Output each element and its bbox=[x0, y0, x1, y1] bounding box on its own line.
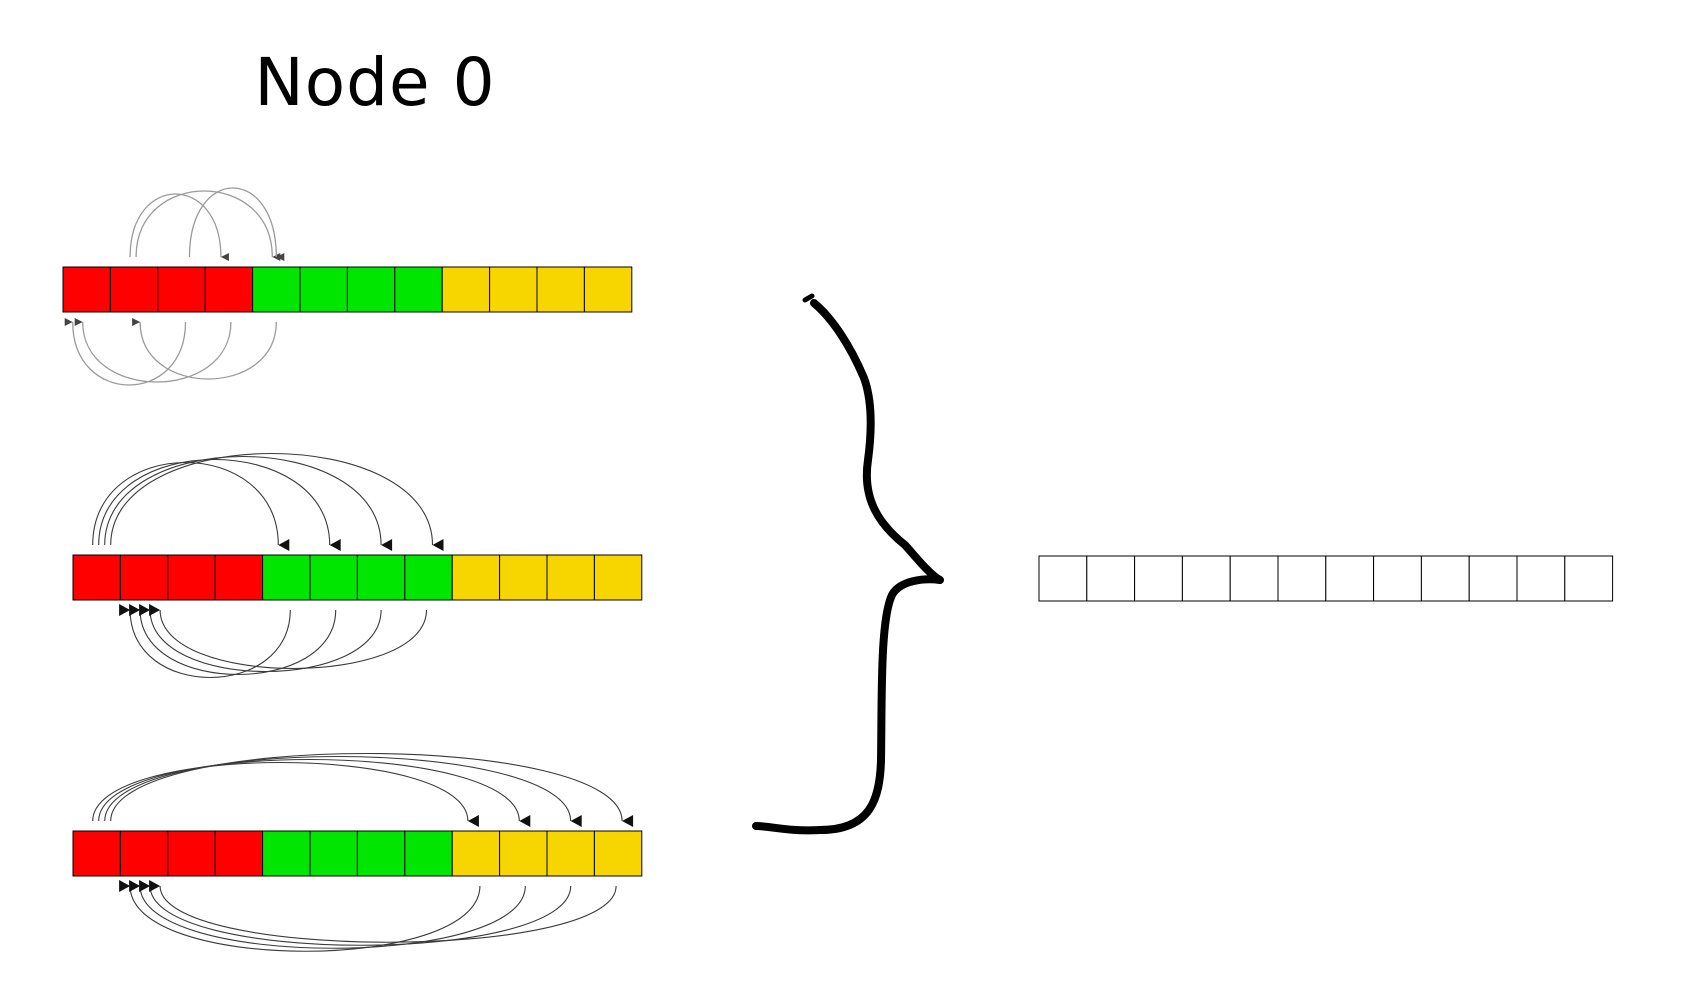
input-array-1 bbox=[62, 187, 633, 386]
output-cell bbox=[1086, 555, 1136, 602]
array-cell-red bbox=[167, 554, 216, 601]
output-cell bbox=[1468, 555, 1518, 602]
input-array-2 bbox=[72, 452, 643, 678]
dependency-arc-bottom bbox=[149, 604, 428, 669]
dependency-arc-top bbox=[110, 452, 444, 551]
dependency-arc-top bbox=[104, 456, 393, 551]
output-cell bbox=[1229, 555, 1279, 602]
dependency-arc-top bbox=[92, 761, 479, 827]
array-cell-green bbox=[346, 266, 396, 313]
array-cell-red bbox=[62, 266, 111, 313]
array-cell-yellow bbox=[499, 830, 548, 877]
input-arrays bbox=[62, 187, 643, 952]
array-cell-red bbox=[157, 266, 206, 313]
array-cell-green bbox=[309, 830, 358, 877]
array-cell-red bbox=[214, 830, 264, 877]
dependency-arc-bottom bbox=[64, 318, 187, 386]
array-cell-green bbox=[252, 266, 301, 313]
dependency-arc-top bbox=[92, 462, 290, 551]
array-cell-yellow bbox=[593, 554, 643, 601]
dependency-arc-bottom bbox=[129, 880, 526, 949]
array-cell-green bbox=[299, 266, 348, 313]
array-cell-red bbox=[167, 830, 216, 877]
output-cell bbox=[1277, 555, 1327, 602]
dependency-arc-top bbox=[135, 190, 281, 261]
array-cell-red bbox=[72, 554, 121, 601]
array-cell-red bbox=[214, 554, 264, 601]
output-cell bbox=[1564, 555, 1614, 602]
array-cell-yellow bbox=[451, 554, 501, 601]
array-cell-yellow bbox=[546, 830, 595, 877]
array-cell-yellow bbox=[536, 266, 585, 313]
dependency-arc-bottom bbox=[139, 880, 572, 946]
array-cell-yellow bbox=[593, 830, 643, 877]
array-cell-red bbox=[72, 830, 121, 877]
array-cell-green bbox=[262, 554, 311, 601]
array-cell-yellow bbox=[451, 830, 501, 877]
array-cell-red bbox=[119, 554, 169, 601]
array-cell-yellow bbox=[499, 554, 548, 601]
array-cell-red bbox=[109, 266, 159, 313]
node-title: Node 0 bbox=[254, 44, 496, 121]
input-array-3 bbox=[72, 753, 643, 952]
dependency-arc-top bbox=[129, 193, 229, 261]
array-cell-yellow bbox=[583, 266, 633, 313]
array-cell-yellow bbox=[489, 266, 538, 313]
dependency-arc-top bbox=[98, 458, 341, 551]
dependency-arc-bottom bbox=[74, 318, 232, 383]
dependency-arc-bottom bbox=[119, 604, 291, 678]
dependency-arc-top bbox=[104, 755, 582, 827]
output-cell bbox=[1181, 555, 1231, 602]
dependency-arc-top bbox=[188, 187, 285, 261]
array-cell-green bbox=[394, 266, 443, 313]
output-cell bbox=[1516, 555, 1566, 602]
dependency-arc-bottom bbox=[149, 880, 617, 943]
dependency-arc-top bbox=[98, 759, 531, 827]
array-cell-green bbox=[356, 554, 406, 601]
dependency-arc-bottom bbox=[139, 604, 382, 673]
array-cell-green bbox=[262, 830, 311, 877]
array-cell-red bbox=[119, 830, 169, 877]
dependency-arc-top bbox=[110, 753, 634, 827]
array-cell-green bbox=[404, 830, 453, 877]
array-cell-green bbox=[309, 554, 358, 601]
dependency-arc-bottom bbox=[119, 880, 481, 952]
output-cell bbox=[1420, 555, 1470, 602]
array-cell-yellow bbox=[441, 266, 491, 313]
output-cell bbox=[1038, 555, 1088, 602]
output-cell bbox=[1325, 555, 1375, 602]
output-cell bbox=[1134, 555, 1183, 602]
array-cell-green bbox=[356, 830, 406, 877]
array-cell-red bbox=[204, 266, 254, 313]
array-cell-green bbox=[404, 554, 453, 601]
brace-tip-mark bbox=[802, 293, 815, 303]
array-cell-yellow bbox=[546, 554, 595, 601]
dependency-arc-bottom bbox=[132, 318, 277, 380]
curly-brace bbox=[752, 299, 944, 835]
output-array bbox=[1038, 555, 1614, 602]
dependency-arc-bottom bbox=[129, 604, 337, 676]
output-cell bbox=[1373, 555, 1422, 602]
